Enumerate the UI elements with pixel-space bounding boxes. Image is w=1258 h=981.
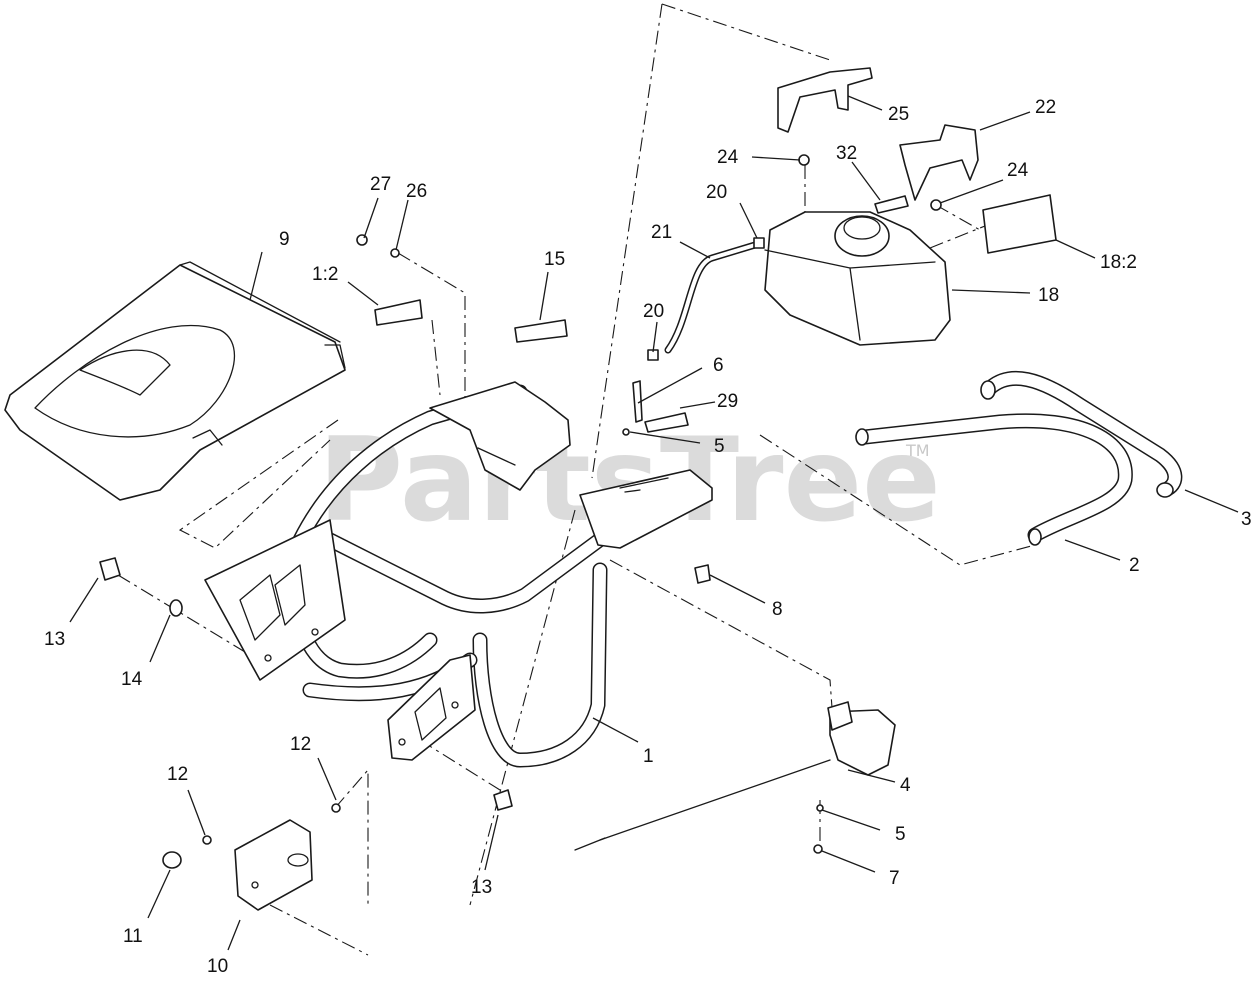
callout-4: 4 [900,775,911,796]
callout-13-bottom: 13 [471,877,492,898]
control-lever-part [574,701,896,851]
callout-2: 2 [1129,555,1140,576]
decal-1-2-part [374,299,423,326]
plate-part [234,819,313,911]
bolt-6-part [632,380,643,423]
callout-18: 18 [1038,285,1059,306]
tank-bracket-part [899,124,979,201]
upper-handle-part [980,370,1183,498]
fuel-tank-part [764,211,951,346]
callout-24-right: 24 [1007,160,1029,181]
callout-labels: 1 2 3 4 5 5 6 7 8 9 10 11 12 12 13 13 14… [44,97,1252,977]
callout-1-2: 1:2 [312,264,338,285]
callout-27: 27 [370,174,391,195]
callout-21: 21 [651,222,672,243]
callout-13-left: 13 [44,629,65,650]
callout-5-lower: 5 [895,824,906,845]
clip-bracket-part [777,67,873,133]
callout-3: 3 [1241,509,1252,530]
callout-12-right: 12 [290,734,311,755]
main-frame-part [204,381,713,768]
callout-22: 22 [1035,97,1056,118]
handle-bar-part [855,413,1133,546]
leader-lines [69,95,1239,951]
callout-20-lower: 20 [643,301,664,322]
callout-12-left: 12 [167,764,188,785]
callout-8: 8 [772,599,783,620]
watermark-trademark: TM [905,441,930,460]
callout-25: 25 [888,104,909,125]
callout-18-2: 18:2 [1100,252,1137,273]
decal-15-part [514,319,568,343]
callout-29: 29 [717,391,738,412]
callout-24-left: 24 [717,147,739,168]
callout-6: 6 [713,355,724,376]
callout-11: 11 [123,926,143,947]
callout-1: 1 [643,746,654,767]
callout-5-upper: 5 [714,436,725,457]
callout-15: 15 [544,249,565,270]
decal-32-part [874,195,909,214]
seat-cover-part [4,261,346,501]
callout-9: 9 [279,229,290,250]
decal-18-2-part [982,194,1057,254]
callout-7: 7 [889,868,900,889]
callout-14: 14 [121,669,143,690]
callout-10: 10 [207,956,228,977]
callout-32: 32 [836,143,857,164]
decal-29-part [644,412,689,433]
hardware-parts [99,154,942,869]
callout-26: 26 [406,181,427,202]
callout-20-upper: 20 [706,182,727,203]
assembly-guide-lines [117,3,1036,956]
